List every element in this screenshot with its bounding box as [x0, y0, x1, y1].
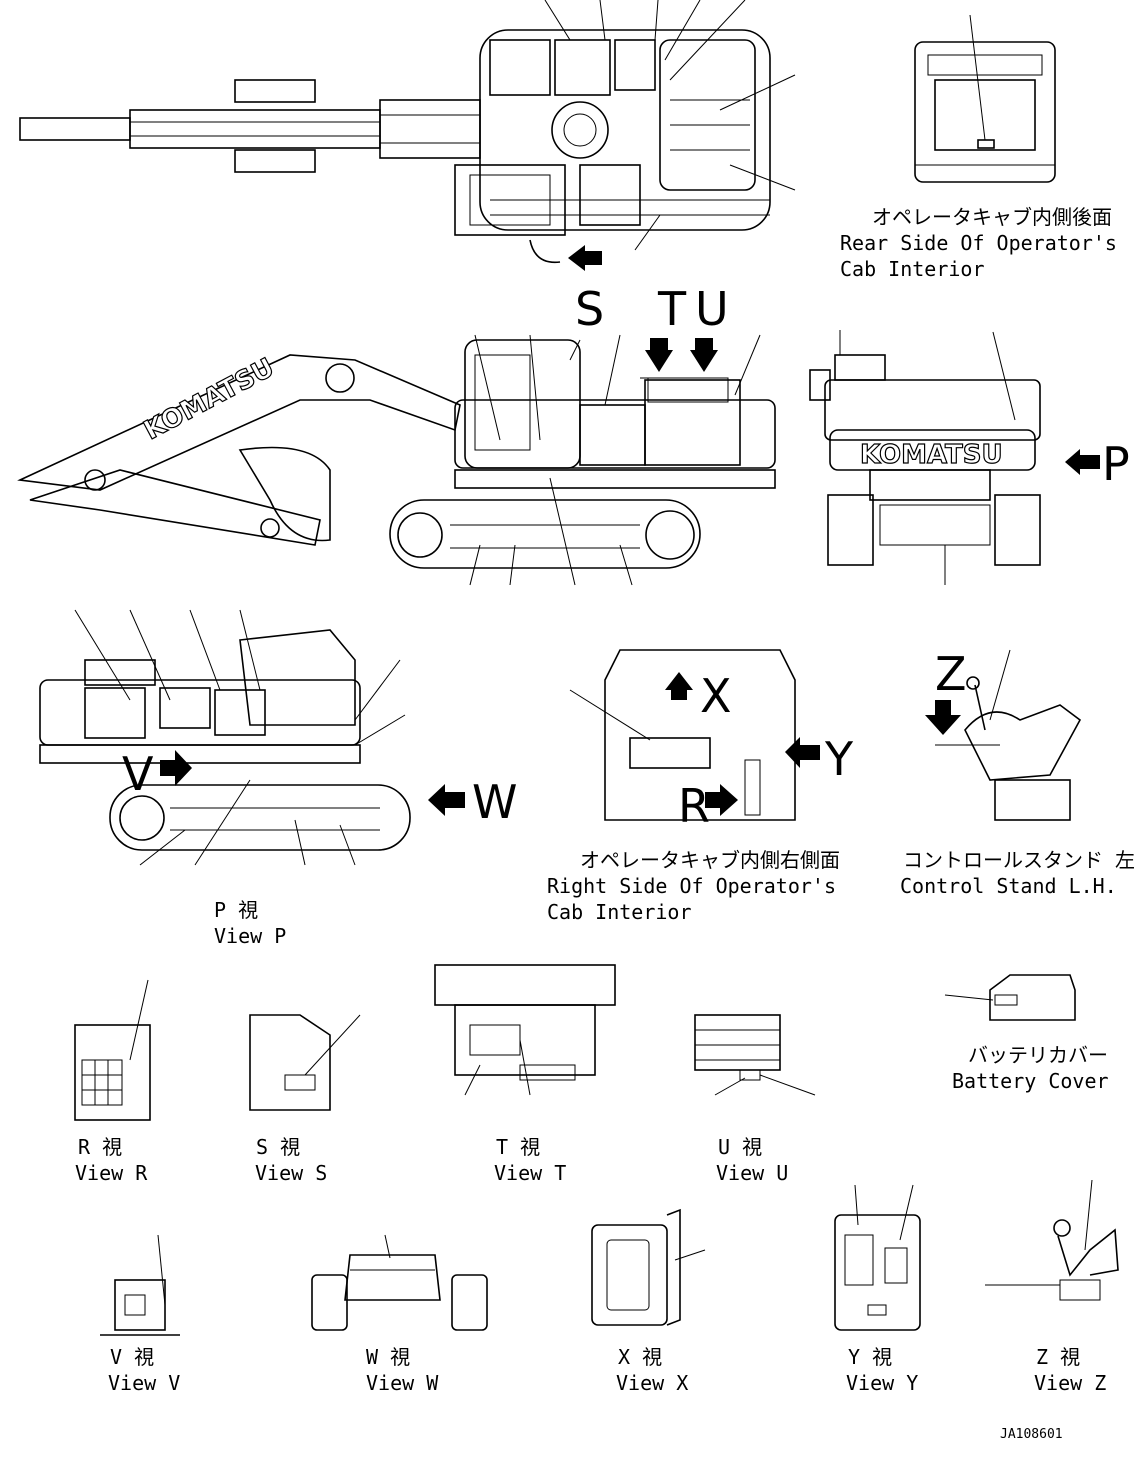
view-u-label-en: View U: [716, 1161, 788, 1185]
battery-cover-label-en: Battery Cover: [952, 1069, 1109, 1093]
view-letter-v: V: [122, 747, 154, 801]
view-letter-r: R: [678, 779, 710, 833]
view-t-drawing: [434, 964, 616, 1096]
side-view-excavator: KOMATSU: [17, 334, 776, 586]
right-cab-label-en2: Cab Interior: [547, 900, 692, 924]
control-stand-label-jp: コントロールスタンド 左: [903, 848, 1135, 872]
rear-cab-label-en2: Cab Interior: [840, 257, 985, 281]
view-z-label-en: View Z: [1034, 1371, 1106, 1395]
view-w-label-en: View W: [366, 1371, 439, 1395]
view-r-label-jp: R 視: [78, 1135, 122, 1159]
view-letter-u: U: [695, 282, 729, 336]
right-cab-interior-view: [569, 649, 820, 821]
view-p-machine: [39, 609, 465, 866]
view-r-drawing: [74, 979, 151, 1121]
battery-cover-label-jp: バッテリカバー: [968, 1043, 1108, 1067]
view-z-label-jp: Z 視: [1036, 1345, 1080, 1369]
view-u-drawing: [694, 1014, 816, 1096]
view-p-label-jp: P 視: [214, 898, 258, 922]
view-letter-w: W: [472, 775, 517, 829]
right-cab-label-en1: Right Side Of Operator's: [547, 874, 836, 898]
boom-brand-text: KOMATSU: [139, 353, 279, 446]
view-letter-s: S: [575, 282, 604, 336]
view-v-label-en: View V: [108, 1371, 180, 1395]
view-y-label-jp: Y 視: [848, 1345, 892, 1369]
rear-cab-interior-view: [914, 14, 1056, 183]
rear-view-excavator: KOMATSU: [809, 330, 1100, 585]
view-letter-y: Y: [824, 732, 854, 786]
view-v-drawing: [100, 1234, 180, 1336]
view-t-label-en: View T: [494, 1161, 566, 1185]
view-x-drawing: [591, 1208, 706, 1326]
view-r-label-en: View R: [75, 1161, 148, 1185]
rear-cab-label-en1: Rear Side Of Operator's: [840, 231, 1117, 255]
view-s-drawing: [249, 1014, 361, 1111]
view-u-label-jp: U 視: [718, 1135, 762, 1159]
drawing-code: JA108601: [1000, 1427, 1063, 1442]
rear-cab-label-jp: オペレータキャブ内側後面: [872, 205, 1112, 229]
battery-cover-view: [944, 974, 1076, 1021]
view-letter-t: T: [657, 282, 687, 336]
view-z-drawing: [985, 1179, 1119, 1301]
view-p-label-en: View P: [214, 924, 286, 948]
top-plan-view: [19, 0, 796, 271]
view-x-label-en: View X: [616, 1371, 688, 1395]
rear-brand-text: KOMATSU: [860, 440, 1003, 470]
view-w-label-jp: W 視: [366, 1345, 410, 1369]
view-letter-x: X: [700, 669, 732, 723]
view-t-label-jp: T 視: [496, 1135, 540, 1159]
view-letter-z: Z: [935, 647, 967, 701]
view-s-label-en: View S: [255, 1161, 327, 1185]
control-stand-view: [925, 649, 1082, 821]
right-cab-label-jp: オペレータキャブ内側右側面: [580, 848, 840, 872]
view-letter-p: P: [1102, 437, 1130, 491]
view-v-label-jp: V 視: [110, 1345, 154, 1369]
view-y-label-en: View Y: [846, 1371, 918, 1395]
view-x-label-jp: X 視: [618, 1345, 662, 1369]
view-w-drawing: [311, 1234, 488, 1331]
view-s-label-jp: S 視: [256, 1135, 300, 1159]
view-y-drawing: [834, 1184, 921, 1331]
control-stand-label-en: Control Stand L.H.: [900, 874, 1117, 898]
